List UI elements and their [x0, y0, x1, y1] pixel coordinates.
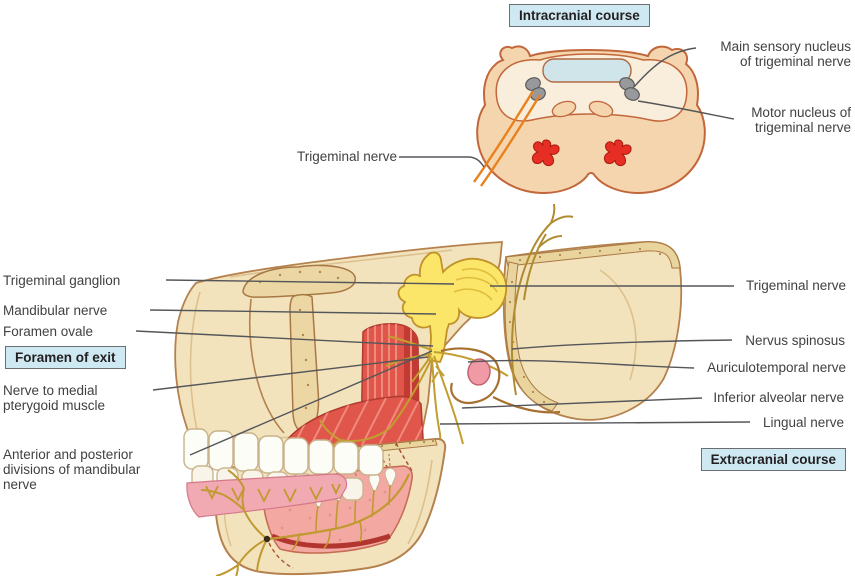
label-inferior-alveolar-nerve: Inferior alveolar nerve [713, 390, 844, 405]
inferior-alveolar-nerve [268, 473, 411, 551]
skull-posterior-bone [502, 203, 683, 421]
label-lingual-nerve: Lingual nerve [762, 415, 844, 430]
superior-alveolar-twigs [205, 483, 341, 504]
ascending-nerve-twigs [510, 203, 574, 396]
label-auriculotemporal-nerve: Auriculotemporal nerve [707, 360, 846, 375]
leader-lines [135, 47, 751, 456]
label-nervus-spinosus: Nervus spinosus [745, 333, 845, 348]
gingiva [186, 473, 348, 518]
label-nerve-to-medial-pterygoid: Nerve to medial pterygoid muscle [3, 383, 106, 413]
trigeminal-nerve-fibers [473, 90, 542, 187]
red-nuclei [531, 139, 632, 167]
middle-meningeal-artery [467, 358, 491, 386]
pons-cross-section [473, 45, 706, 195]
mental-nerve [200, 469, 294, 576]
label-mandibular-nerve: Mandibular nerve [3, 303, 108, 318]
sensory-motor-nuclei [525, 77, 640, 101]
foramen-of-exit-box: Foramen of exit [5, 346, 126, 369]
label-main-sensory-nucleus: Main sensory nucleus of trigeminal nerve [720, 39, 851, 69]
label-anterior-posterior-divisions: Anterior and posterior divisions of mand… [3, 447, 141, 492]
fourth-ventricle [542, 58, 632, 83]
label-trigeminal-nerve-pons: Trigeminal nerve [296, 149, 397, 164]
label-trigeminal-ganglion: Trigeminal ganglion [3, 273, 121, 288]
auriculotemporal-loop [440, 347, 561, 414]
mandibular-nerve-branches [319, 335, 509, 497]
label-motor-nucleus: Motor nucleus of trigeminal nerve [751, 105, 851, 135]
label-foramen-ovale: Foramen ovale [3, 324, 94, 339]
label-trigeminal-nerve: Trigeminal nerve [745, 278, 846, 293]
extracranial-course-box: Extracranial course [700, 448, 846, 471]
intracranial-course-box: Intracranial course [509, 4, 650, 27]
